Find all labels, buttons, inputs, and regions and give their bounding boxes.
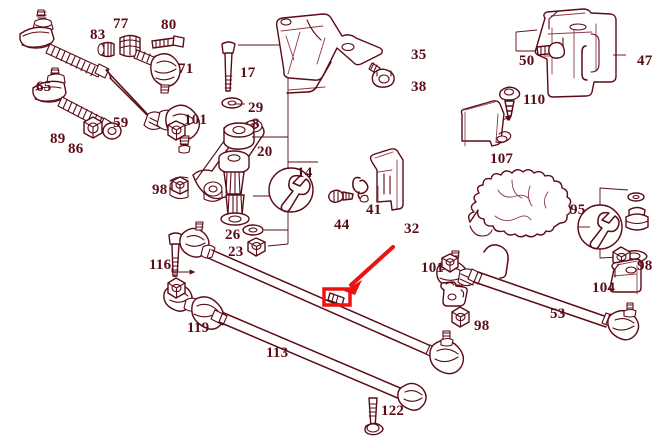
callout-50: 50 [519, 53, 535, 69]
drag-link-upper [179, 221, 439, 358]
callout-29: 29 [248, 100, 264, 116]
bolt-116 [168, 232, 183, 277]
callout-47: 47 [637, 53, 653, 69]
ball-joint-upper-left [19, 9, 110, 79]
steering-gear-body [467, 169, 572, 279]
callout-122: 122 [381, 403, 405, 419]
bushing-83 [97, 41, 115, 58]
callout-101: 101 [184, 112, 208, 128]
callout-59: 59 [113, 115, 129, 131]
callout-86: 86 [68, 141, 84, 157]
heat-shield-107 [460, 100, 512, 147]
nut-38 [371, 68, 395, 88]
callout-35: 35 [411, 47, 427, 63]
callout-8: 8 [252, 116, 260, 132]
special-tool-14 [268, 167, 314, 213]
lock-nut-119 [167, 277, 186, 299]
callout-119: 119 [187, 320, 210, 336]
bushing-cone-upper [218, 150, 250, 195]
bolt-50 [536, 41, 566, 59]
callout-65: 65 [36, 79, 52, 95]
pitman-bracket [440, 281, 468, 307]
drag-link-clamp [327, 292, 345, 306]
ball-joint-71 [133, 49, 181, 94]
drag-link-end-right-lower [397, 382, 427, 411]
callout-77: 77 [113, 16, 129, 32]
tie-rod-59-assembly [19, 9, 201, 154]
bolt-80 [151, 35, 185, 49]
callout-41: 41 [366, 202, 382, 218]
screw-44 [328, 189, 354, 203]
callout-98-mid: 98 [474, 318, 490, 334]
callout-104: 104 [592, 280, 616, 296]
screw-110 [499, 86, 521, 121]
bracket-35 [275, 13, 383, 94]
callout-110: 110 [523, 92, 546, 108]
callout-107: 107 [490, 151, 514, 167]
bushing-20 [223, 122, 255, 150]
washer-86 [102, 122, 122, 140]
highlight-box [322, 287, 352, 307]
nut-89 [83, 116, 103, 139]
drag-link-end-right-upper [425, 330, 465, 375]
callout-95: 95 [570, 202, 586, 218]
callout-98-left: 98 [152, 182, 168, 198]
callout-101-right: 101 [421, 260, 445, 276]
callout-83: 83 [90, 27, 106, 43]
bushing-cone-lower [220, 194, 250, 226]
lock-nut-98-right-low [451, 306, 470, 328]
clip-41 [352, 176, 369, 203]
bolt-122 [364, 397, 384, 436]
nut-101 [167, 120, 186, 141]
callout-23: 23 [228, 244, 244, 260]
callout-14: 14 [297, 165, 313, 181]
nut-23 [247, 237, 266, 257]
callout-38: 38 [411, 79, 427, 95]
bracket-32 [369, 148, 404, 211]
tie-rod-53 [436, 250, 640, 341]
callout-26: 26 [225, 227, 241, 243]
washer-26 [242, 224, 264, 236]
bracket-104 [609, 258, 642, 295]
drag-link-lower [163, 283, 413, 403]
washer-29 [221, 97, 243, 109]
callout-89: 89 [50, 131, 66, 147]
callout-116: 116 [149, 257, 172, 273]
callout-71: 71 [178, 61, 194, 77]
callout-80: 80 [161, 17, 177, 33]
bolt-17 [221, 41, 236, 92]
callout-98-right: 98 [637, 258, 653, 274]
callout-53: 53 [550, 306, 566, 322]
callout-17: 17 [240, 65, 256, 81]
nut-101-right [441, 253, 459, 273]
lock-nut-98-left [171, 176, 189, 195]
callout-32: 32 [404, 221, 420, 237]
steering-gear-47 [534, 8, 617, 98]
callout-20: 20 [257, 144, 273, 160]
callout-44: 44 [334, 217, 350, 233]
callout-113: 113 [266, 345, 289, 361]
